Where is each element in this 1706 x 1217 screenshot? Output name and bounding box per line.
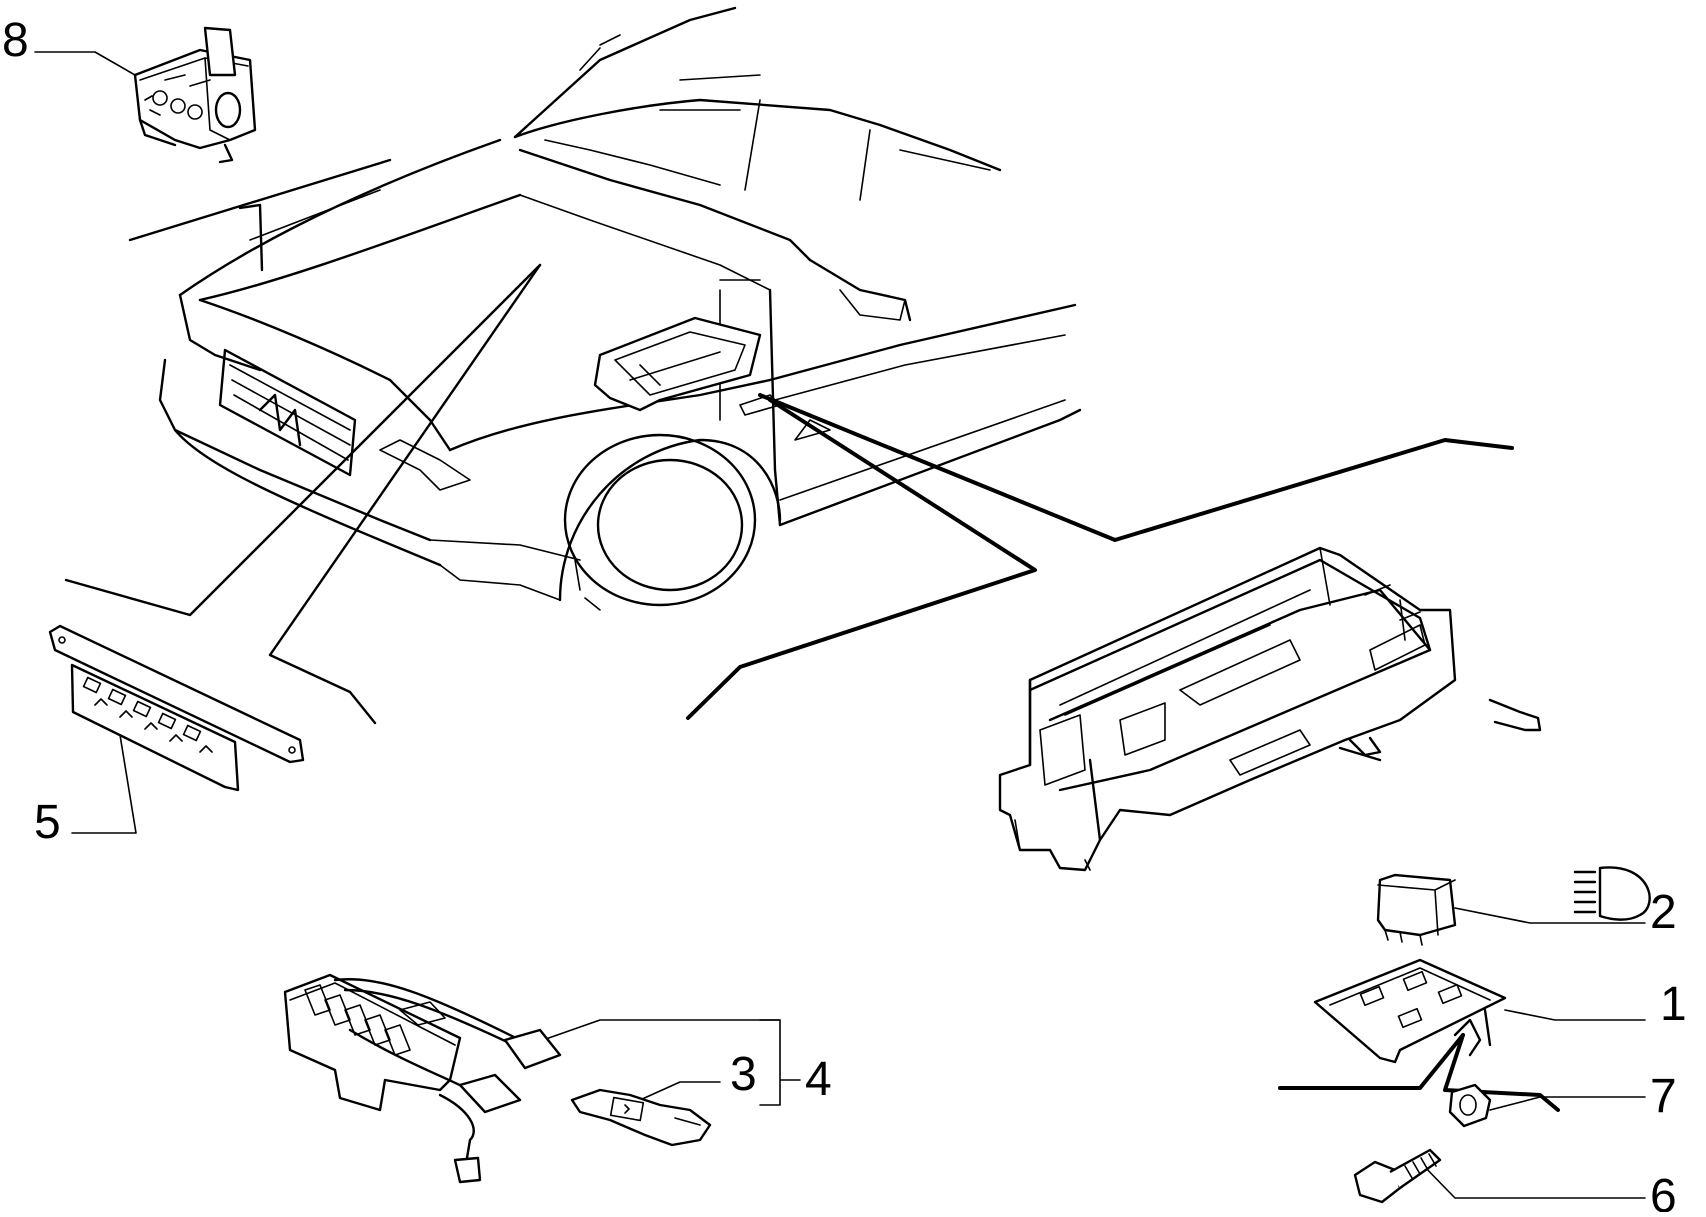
callout-3: 3 (730, 1048, 757, 1101)
callout-labels: 8 5 2 1 7 6 3 4 (2, 14, 1687, 1217)
callout-7: 7 (1650, 1070, 1677, 1123)
relay-icon (1376, 873, 1457, 946)
car-front-icon (158, 6, 1082, 611)
fuse-plate-icon (48, 624, 305, 792)
mounting-frame-icon (998, 546, 1542, 872)
wiring-connector-icon (283, 973, 562, 1184)
callout-4: 4 (805, 1053, 832, 1106)
callout-2: 2 (1650, 886, 1677, 939)
fuse-holder-icon (570, 1088, 712, 1147)
callout-5: 5 (34, 796, 61, 849)
fuse-box-icon (133, 26, 257, 164)
nut-icon (1448, 1083, 1492, 1128)
headlight-symbol-icon (1573, 866, 1651, 921)
callout-6: 6 (1650, 1170, 1677, 1212)
leader-lines (34, 51, 1646, 1199)
relay-bracket-icon (1313, 958, 1507, 1064)
callout-1: 1 (1660, 978, 1687, 1031)
bolt-icon (1353, 1148, 1442, 1204)
callout-8: 8 (2, 14, 29, 67)
engine-bay-frame-small-icon (593, 316, 762, 412)
